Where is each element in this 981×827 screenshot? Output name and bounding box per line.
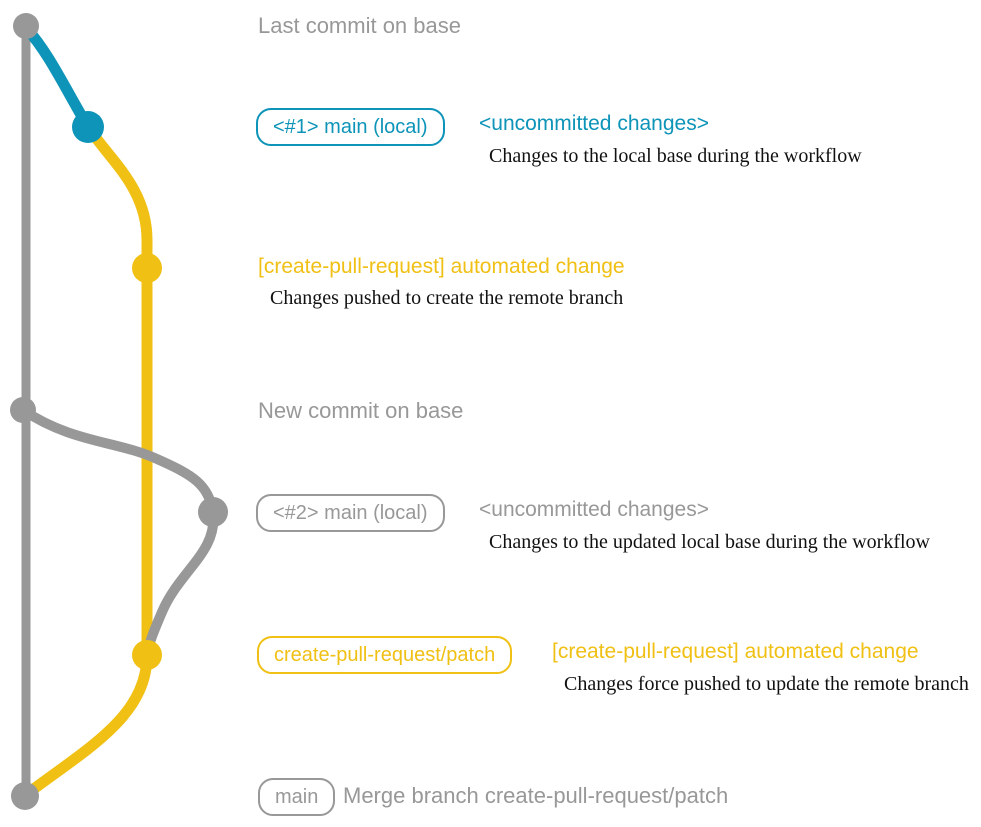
- commit-description-uncommitted-2: Changes to the updated local base during…: [489, 531, 930, 553]
- branch-badge-main: main: [258, 778, 336, 816]
- branch-badge-main-local-1: <#1> main (local): [256, 108, 445, 146]
- branch-badge-main-local-2: <#2> main (local): [256, 494, 445, 532]
- commit-message-uncommitted-2: <uncommitted changes>: [479, 498, 709, 521]
- commit-dot-new-base: [10, 397, 36, 423]
- commit-dot-merge: [11, 782, 39, 810]
- commit-dot-automated-1: [132, 253, 162, 283]
- branch-badge-patch: create-pull-request/patch: [257, 636, 513, 674]
- last-commit-title: Last commit on base: [258, 13, 461, 38]
- commit-dot-automated-2: [132, 640, 162, 670]
- commit-graph-canvas: [10, 13, 228, 810]
- commit-message-automated-2: [create-pull-request] automated change: [552, 640, 919, 663]
- commit-dot-local-1: [72, 111, 104, 143]
- commit-description-automated-2: Changes force pushed to update the remot…: [564, 673, 969, 695]
- commit-description-uncommitted-1: Changes to the local base during the wor…: [489, 145, 862, 167]
- new-commit-title: New commit on base: [258, 398, 464, 423]
- commit-description-automated-1: Changes pushed to create the remote bran…: [270, 287, 624, 309]
- commit-message-merge: Merge branch create-pull-request/patch: [343, 783, 729, 808]
- local-main-2-branch-line: [18, 405, 219, 660]
- patch-branch-line: [21, 121, 153, 800]
- commit-dot-last-base: [13, 13, 39, 39]
- commit-message-uncommitted-1: <uncommitted changes>: [479, 112, 709, 135]
- commit-message-automated-1: [create-pull-request] automated change: [258, 255, 625, 278]
- local-main-branch-line: [21, 23, 94, 133]
- commit-dot-local-2: [198, 497, 228, 527]
